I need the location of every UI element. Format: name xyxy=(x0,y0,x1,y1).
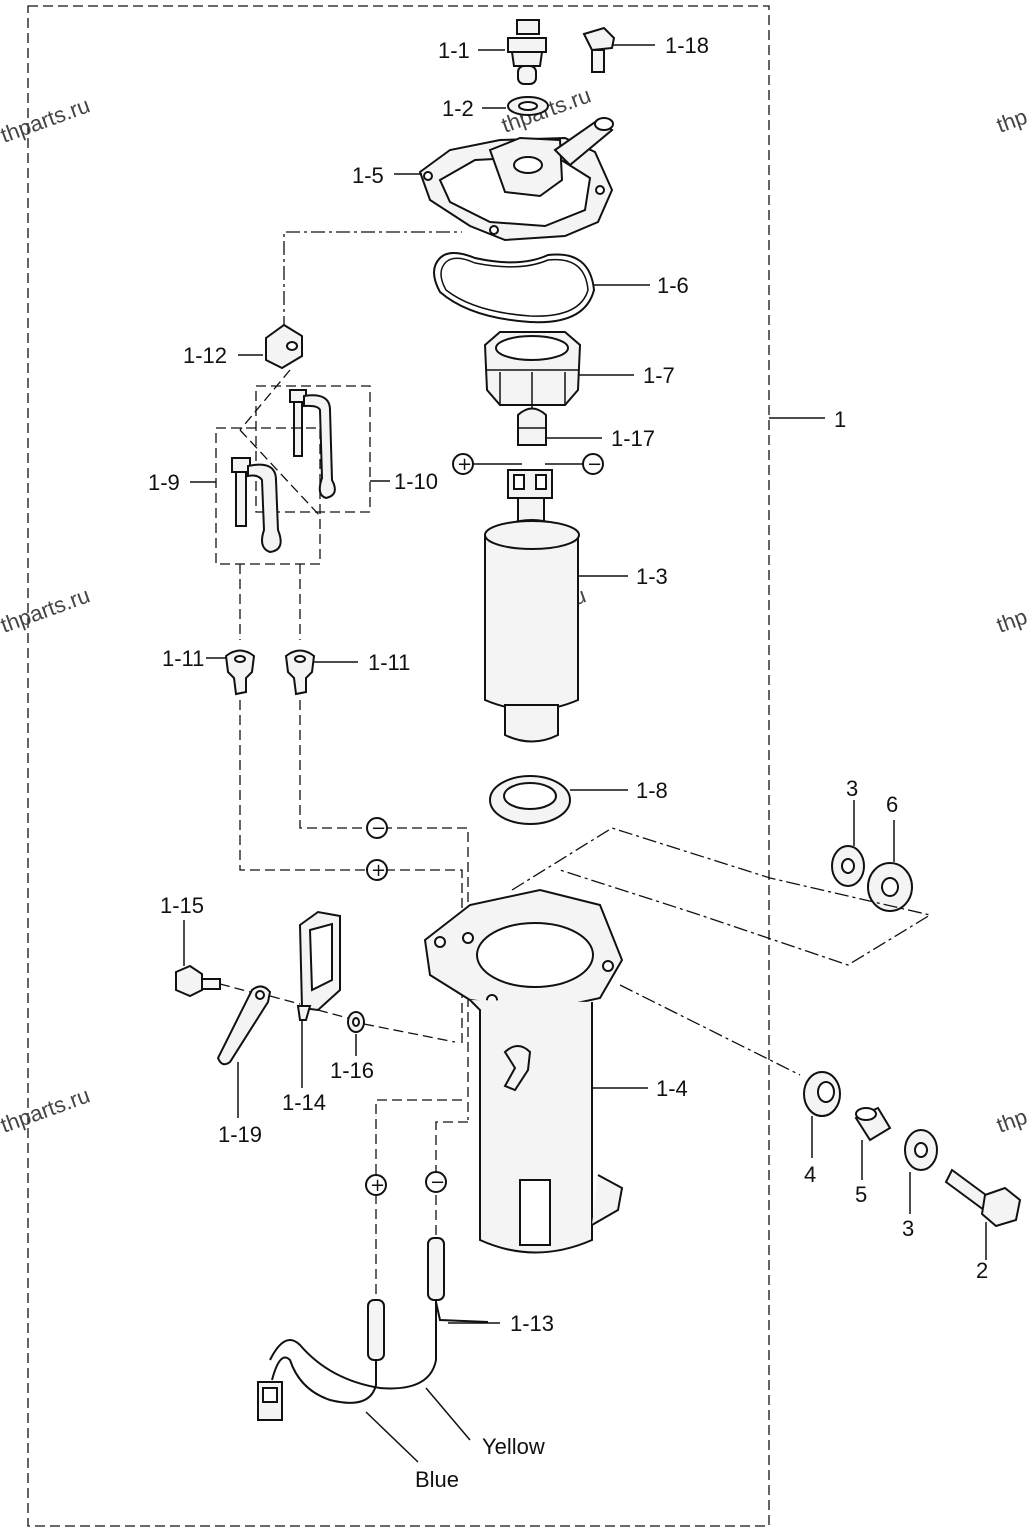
label-1-19: 1-19 xyxy=(218,1122,262,1147)
part-1-1-fitting xyxy=(507,19,547,85)
label-1-12: 1-12 xyxy=(183,343,227,368)
label-2: 2 xyxy=(976,1258,988,1283)
label-3-bottom: 3 xyxy=(902,1216,914,1241)
part-1-6-o-ring xyxy=(433,252,596,324)
part-1-16-washer xyxy=(347,1011,365,1033)
part-1-4-pump-housing xyxy=(423,888,624,1254)
label-1-17: 1-17 xyxy=(611,426,655,451)
part-1-7-ring-nut xyxy=(483,331,582,408)
part-4-grommet xyxy=(803,1071,841,1117)
label-1-13: 1-13 xyxy=(510,1311,554,1336)
watermark: thparts.ru xyxy=(0,1082,93,1137)
part-1-15-screw xyxy=(175,964,221,998)
label-1-11-left: 1-11 xyxy=(162,646,204,671)
label-1-7: 1-7 xyxy=(643,363,675,388)
part-6-grommet xyxy=(867,862,913,912)
label-1-2: 1-2 xyxy=(442,96,474,121)
label-1-15: 1-15 xyxy=(160,893,204,918)
part-1-14-holder xyxy=(296,910,341,1021)
label-6: 6 xyxy=(886,792,898,817)
label-1-10: 1-10 xyxy=(394,469,438,494)
watermark: thparts.ru xyxy=(0,582,93,637)
part-1-18-screw xyxy=(582,26,616,73)
label-1-8: 1-8 xyxy=(636,778,668,803)
part-1-9-terminal xyxy=(231,457,282,554)
pump-polarity-marks: + − xyxy=(452,453,604,475)
part-1-3-fuel-pump xyxy=(484,469,580,743)
part-3-washer-top xyxy=(831,845,865,887)
label-1-5: 1-5 xyxy=(352,163,384,188)
watermark: thparts.ru xyxy=(993,1082,1027,1137)
watermark: thparts.ru xyxy=(993,82,1027,137)
part-1-13-harness xyxy=(257,1237,489,1421)
plus-symbol: + xyxy=(370,1175,385,1196)
part-5-collar xyxy=(854,1106,892,1142)
label-1: 1 xyxy=(834,407,846,432)
label-1-18: 1-18 xyxy=(665,33,709,58)
label-5: 5 xyxy=(855,1182,867,1207)
part-1-8-cushion xyxy=(489,775,571,825)
label-1-4: 1-4 xyxy=(656,1076,688,1101)
minus-symbol: − xyxy=(371,818,386,839)
label-1-3: 1-3 xyxy=(636,564,668,589)
label-blue: Blue xyxy=(415,1467,459,1492)
label-3-top: 3 xyxy=(846,776,858,801)
minus-symbol: − xyxy=(430,1172,445,1193)
part-1-19-strap xyxy=(216,985,272,1066)
label-yellow: Yellow xyxy=(482,1434,545,1459)
label-1-1: 1-1 xyxy=(438,38,470,63)
label-1-9: 1-9 xyxy=(148,470,180,495)
watermark: thparts.ru xyxy=(993,582,1027,637)
part-1-11-sleeve-left xyxy=(224,649,256,696)
part-3-washer-bottom xyxy=(904,1129,938,1171)
part-1-11-sleeve-right xyxy=(284,649,316,696)
part-1-5-pump-cover xyxy=(418,117,614,242)
minus-symbol: − xyxy=(587,454,602,475)
plus-symbol: + xyxy=(371,860,386,881)
label-4: 4 xyxy=(804,1162,816,1187)
label-1-6: 1-6 xyxy=(657,273,689,298)
plus-symbol: + xyxy=(457,454,472,475)
label-1-14: 1-14 xyxy=(282,1090,326,1115)
part-1-2-seal xyxy=(507,96,549,116)
label-1-11-right: 1-11 xyxy=(368,650,410,675)
part-1-10-terminal xyxy=(289,389,336,500)
watermark: thparts.ru xyxy=(0,92,93,147)
part-1-17-filter xyxy=(517,407,547,446)
part-2-bolt xyxy=(944,1168,1022,1228)
assembly-boundary xyxy=(27,5,770,1527)
part-1-12-cap xyxy=(265,323,303,370)
label-1-16: 1-16 xyxy=(330,1058,374,1083)
